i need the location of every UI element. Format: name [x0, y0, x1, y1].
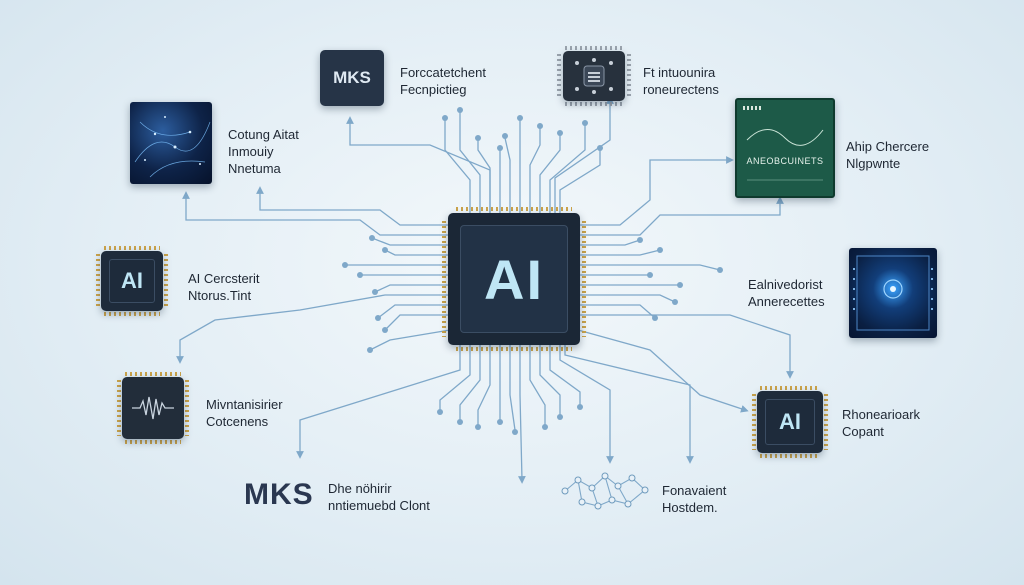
mks-chip-label: MKS: [333, 68, 371, 87]
network-graph-icon: [561, 472, 649, 510]
board-text: ANEOBCUINETS: [746, 156, 824, 166]
cpu-top-label: Ft intuounira roneurectens: [643, 65, 719, 97]
cpu-chip-top: [557, 46, 631, 106]
cpu-core-icon: [575, 58, 613, 94]
blue-board-label: Ealnivedorist Annerecettes: [748, 277, 825, 309]
space-network-panel: [130, 102, 212, 184]
chip-pins: [456, 347, 572, 351]
space-panel-label: Cotung Aitat Inmouiy Nnetuma: [228, 127, 299, 176]
chip-pins: [442, 221, 446, 337]
ai-right-label: Rhonearioark Copant: [842, 407, 921, 439]
chip-pins: [456, 207, 572, 211]
blue-glow-board: [849, 248, 937, 338]
waveform-icon: [746, 129, 824, 181]
glow-core-icon: [853, 255, 933, 331]
waveform-chip: [117, 372, 189, 444]
mks-chip-top: MKS: [320, 50, 384, 106]
mks-logo: MKS: [244, 478, 314, 511]
center-chip-label: AI: [484, 248, 544, 311]
ai-right-chip-label: AI: [779, 409, 801, 434]
mks-top-label: Forccatetchent Fecnpictieg: [400, 65, 486, 97]
network-label: Fonavaient Hostdem.: [662, 483, 727, 515]
network-constellation-icon: [134, 116, 211, 178]
chip-pins: [582, 221, 586, 337]
signal-wave-icon: [132, 396, 174, 420]
mks-bottom-label: Dhe nöhirir nntiemuebd Clont: [328, 481, 430, 513]
ai-left-chip-label: AI: [121, 268, 143, 293]
center-ai-chip: AI: [442, 207, 586, 351]
ai-chip-left: AI: [96, 246, 168, 316]
ai-left-label: AI Cercsterit Ntorus.Tint: [188, 271, 260, 303]
ai-chip-right: AI: [752, 386, 828, 458]
green-board-label: Ahip Chercere Nlgpwnte: [846, 139, 930, 171]
green-circuit-board: ANEOBCUINETS: [735, 98, 835, 198]
waveform-chip-label: Mivntanisirier Cotcenens: [206, 397, 283, 429]
